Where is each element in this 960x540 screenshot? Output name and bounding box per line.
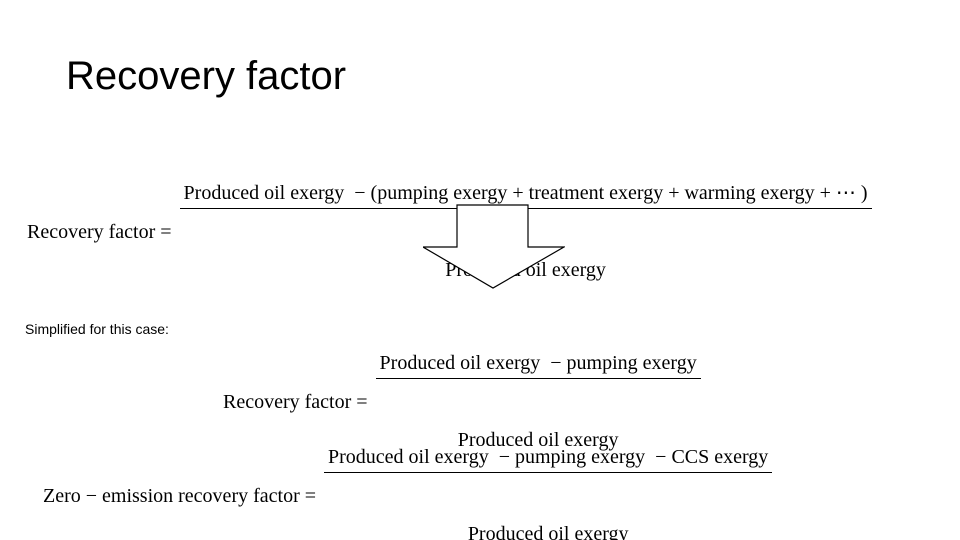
simplified-note: Simplified for this case: [25,321,169,337]
formula-simplified: Recovery factor = Produced oil exergy − … [223,303,701,500]
formula-simplified-label: Recovery factor = [223,390,368,413]
formula-zero-emission-denominator: Produced oil exergy [467,523,629,540]
page-title: Recovery factor [66,54,347,98]
formula-simplified-numerator: Produced oil exergy − pumping exergy [375,349,701,379]
formula-zero-emission-label: Zero − emission recovery factor = [43,484,317,507]
down-arrow-icon [423,203,565,289]
formula-zero-emission-numerator: Produced oil exergy − pumping exergy − C… [324,443,773,473]
formula-zero-emission: Zero − emission recovery factor = Produc… [43,397,773,540]
formula-zero-emission-fraction: Produced oil exergy − pumping exergy − C… [324,397,773,540]
formula-general-label: Recovery factor = [27,220,172,243]
formula-simplified-fraction: Produced oil exergy − pumping exergy Pro… [375,303,701,500]
formula-general-numerator: Produced oil exergy − (pumping exergy + … [179,179,872,209]
formula-simplified-denominator: Produced oil exergy [457,429,619,451]
